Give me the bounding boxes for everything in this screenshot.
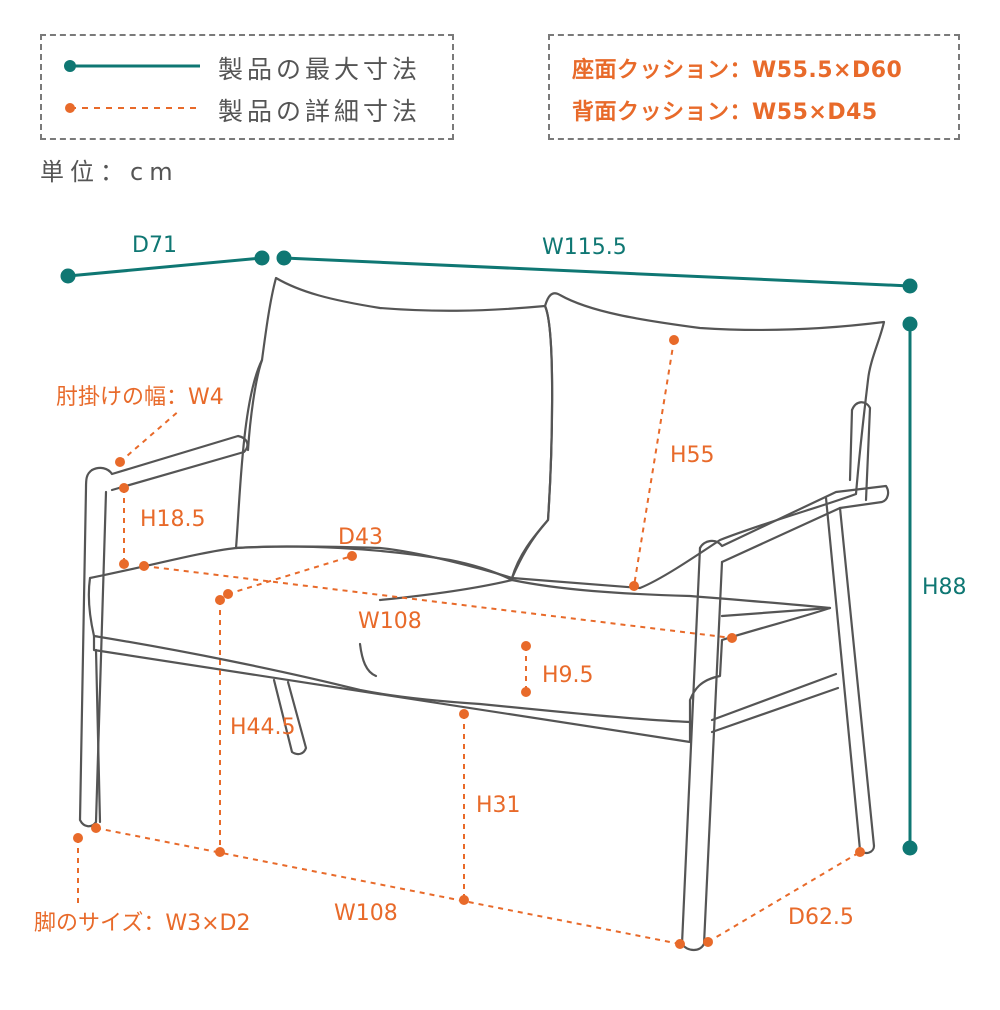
w115-label: W115.5: [542, 235, 627, 260]
h88-label: H88: [922, 575, 967, 600]
w108-base-label: W108: [334, 901, 398, 926]
back-cushion-left-fold: [246, 358, 264, 452]
h31-label: H31: [476, 793, 521, 818]
left-front-leg-inner: [94, 648, 102, 824]
w108-base-dot-start: [91, 823, 101, 833]
detail-dimension-dots: [73, 335, 865, 949]
w108-seat-label: W108: [358, 609, 422, 634]
h55-dot-top: [669, 335, 679, 345]
d43-line: [227, 555, 353, 595]
d71-dot-start: [60, 268, 76, 284]
h18-dot-bottom: [119, 559, 129, 569]
legend-box: 製品の最大寸法 製品の詳細寸法: [40, 34, 454, 140]
d62-dot-start: [703, 937, 713, 947]
right-lower-rail-1: [710, 672, 838, 722]
seat-cushion-size: 座面クッション：W55.5×D60: [572, 58, 903, 83]
h44-dot-bottom: [215, 847, 225, 857]
detail-dimension-lines: [77, 339, 861, 945]
w108-seat-line: [143, 565, 733, 639]
arm-width-dot: [115, 457, 125, 467]
right-front-leg: [680, 546, 724, 952]
d43-dot-start: [223, 589, 233, 599]
leg-size-label: 脚のサイズ：W3×D2: [34, 911, 250, 936]
w115-dot-start: [276, 250, 292, 266]
h18-dot-top: [119, 483, 129, 493]
rear-center-leg: [272, 678, 308, 756]
right-seat-rail: [720, 606, 832, 618]
max-dimension-lines: [60, 250, 918, 856]
h9-dot-bottom: [521, 687, 531, 697]
d62-dot-end: [855, 847, 865, 857]
unit-label: 単位：cm: [40, 158, 179, 186]
legend-max-label: 製品の最大寸法: [218, 55, 422, 84]
w108-seat-dot-start: [139, 561, 149, 571]
h44-dot-top: [215, 595, 225, 605]
max-dimension-dot: [64, 60, 76, 72]
seat-cushion-divider-top: [378, 578, 514, 602]
h55-dot-bottom: [629, 581, 639, 591]
detail-dimension-dot: [65, 103, 75, 113]
seat-cushion-divider-front: [358, 642, 378, 678]
legend-detail-label: 製品の詳細寸法: [218, 97, 422, 126]
h31-dot-bottom: [459, 895, 469, 905]
h44-label: H44.5: [230, 715, 296, 740]
back-cushion-size: 背面クッション：W55×D45: [572, 100, 878, 125]
back-cushion-left: [234, 276, 554, 580]
right-armrest: [698, 484, 890, 564]
w115-dot-end: [902, 278, 918, 294]
d62-label: D62.5: [788, 905, 854, 930]
right-back-post-inner: [848, 408, 854, 482]
h18-label: H18.5: [140, 507, 206, 532]
h9-dot-top: [521, 641, 531, 651]
d43-label: D43: [338, 525, 383, 550]
h9-label: H9.5: [542, 663, 594, 688]
d71-label: D71: [132, 233, 177, 258]
h88-dot-top: [902, 316, 918, 332]
leg-size-dot: [73, 833, 83, 843]
seat-cushion: [87, 545, 832, 724]
d71-line: [67, 256, 263, 278]
front-rail-left: [92, 634, 692, 744]
d43-dot-end: [347, 551, 357, 561]
w108-seat-dot-end: [727, 633, 737, 643]
cushion-info-box: 座面クッション：W55.5×D60 背面クッション：W55×D45: [548, 34, 960, 140]
left-armrest: [90, 434, 249, 492]
w108-base-dot-end: [675, 939, 685, 949]
h55-line: [633, 339, 675, 587]
legend-swatches: [64, 60, 200, 113]
h55-label: H55: [670, 443, 715, 468]
w115-line: [283, 256, 911, 288]
arm-width-label: 肘掛けの幅：W4: [56, 385, 224, 410]
right-back-post: [850, 401, 872, 502]
arm-width-leader: [119, 409, 181, 463]
h88-dot-bottom: [902, 840, 918, 856]
sofa-drawing: [78, 276, 890, 952]
back-cushion-right: [510, 292, 886, 590]
h31-dot-top: [459, 709, 469, 719]
d71-dot-end: [254, 250, 270, 266]
right-lower-rail-2: [710, 686, 840, 734]
